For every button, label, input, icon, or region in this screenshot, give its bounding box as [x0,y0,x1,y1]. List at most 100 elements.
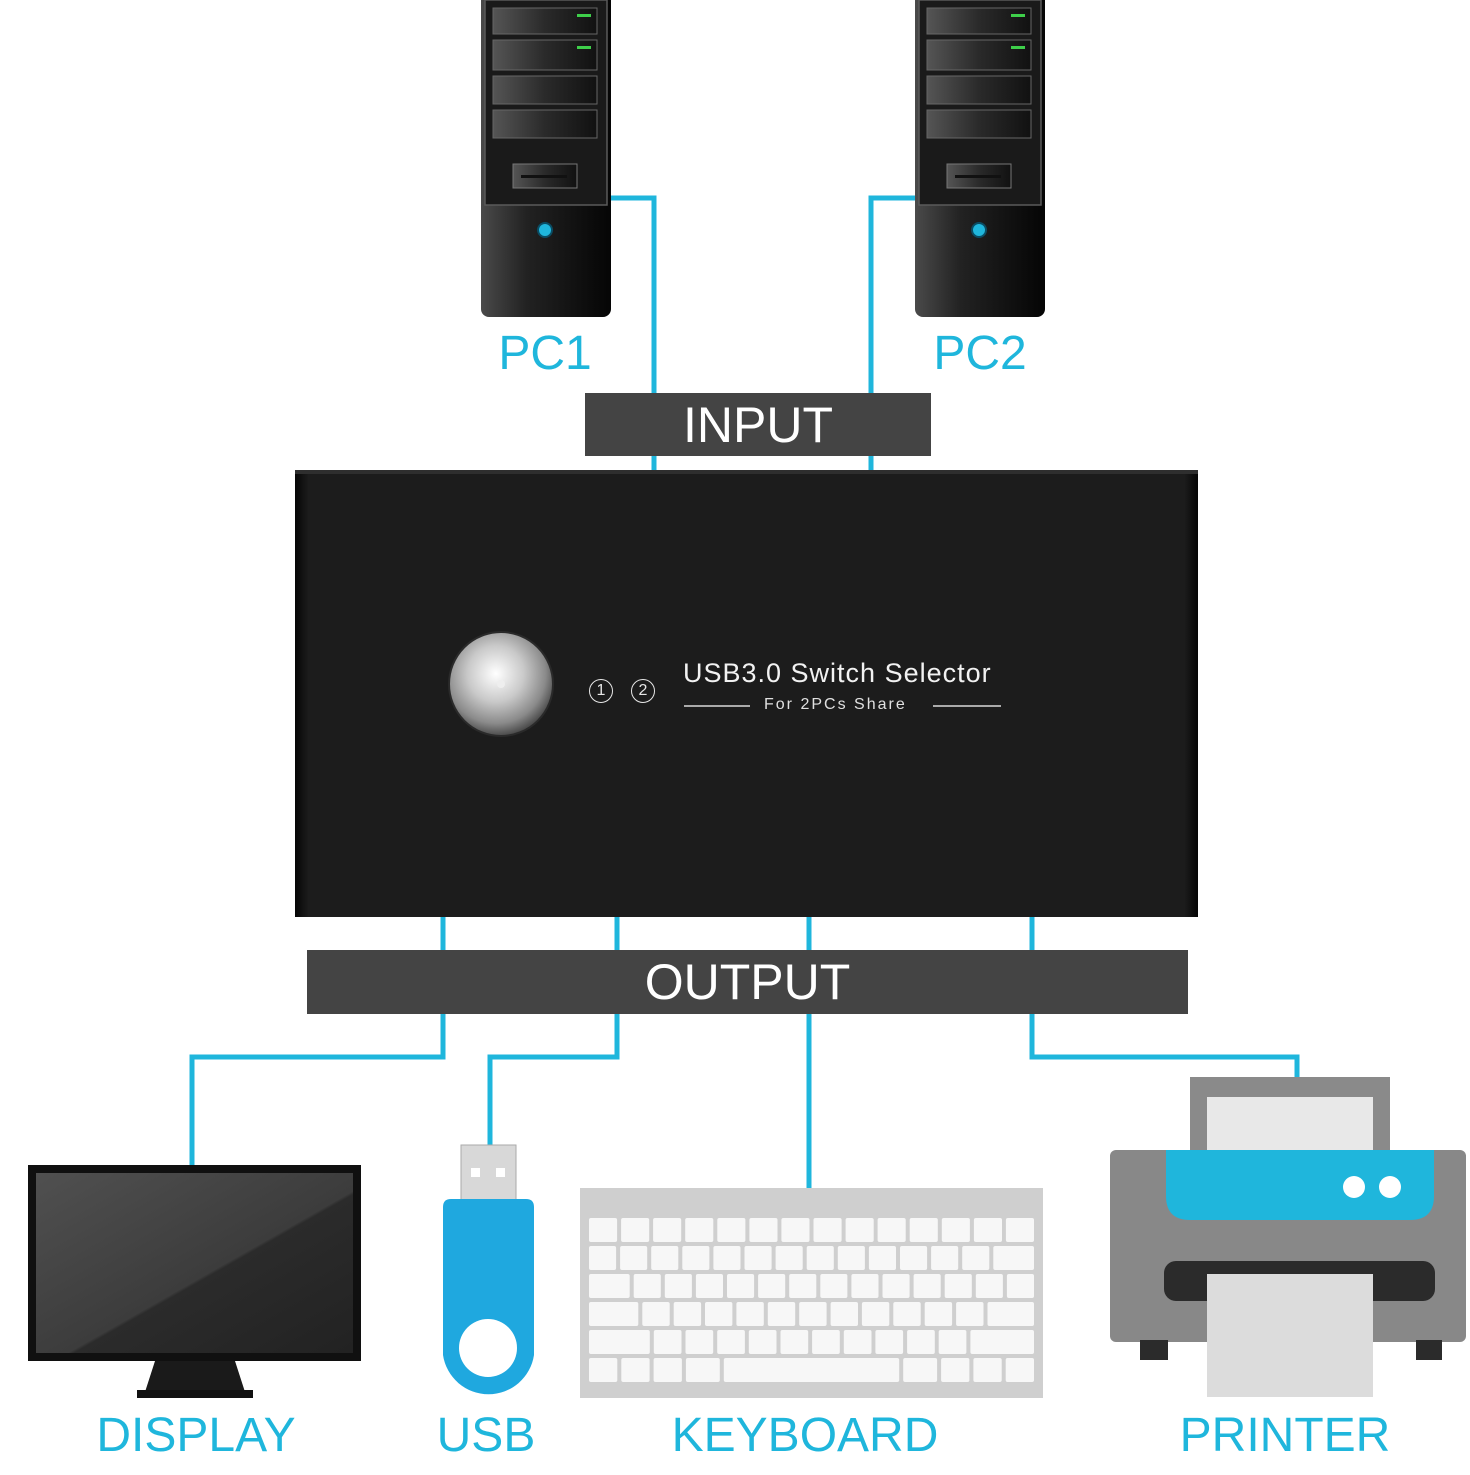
keyboard-key [924,1302,953,1326]
keyboard-key [621,1218,650,1242]
switch-title: USB3.0 Switch Selector [683,658,992,688]
keyboard-key [717,1330,745,1354]
port-2-indicator: 2 [631,679,655,703]
usb-label: USB [436,1409,536,1462]
keyboard-key [589,1246,617,1270]
keyboard-key [749,1218,778,1242]
keyboard-key [975,1274,1003,1298]
keyboard-key [653,1218,682,1242]
keyboard-key [907,1330,935,1354]
keyboard-key [944,1274,972,1298]
keyboard-key [589,1358,618,1382]
keyboard-label: KEYBOARD [671,1409,939,1462]
keyboard-key [820,1274,848,1298]
output-bar: OUTPUT [307,950,1188,1014]
keyboard-key [780,1330,809,1354]
keyboard-key [973,1358,1002,1382]
keyboard-key [813,1218,842,1242]
keyboard-key [653,1358,682,1382]
keyboard-key [621,1358,650,1382]
monitor-icon [28,1165,361,1398]
keyboard-key [758,1274,786,1298]
output-label: OUTPUT [644,954,851,1010]
keyboard-icon [580,1188,1043,1398]
keyboard-key [1005,1358,1034,1382]
keyboard-key [903,1358,938,1382]
keyboard-key [682,1246,710,1270]
port-1-indicator: 1 [589,679,613,703]
printer-label: PRINTER [1179,1409,1391,1462]
keyboard-key [781,1218,810,1242]
keyboard-key [736,1302,764,1326]
keyboard-key [664,1274,692,1298]
keyboard-key [941,1218,970,1242]
keyboard-key [837,1246,865,1270]
keyboard-key [717,1218,746,1242]
keyboard-key [851,1274,879,1298]
keyboard-key [812,1330,840,1354]
keyboard-key [775,1246,803,1270]
keyboard-key [695,1274,723,1298]
keyboard-key [956,1302,984,1326]
keyboard-key [962,1246,990,1270]
keyboard-key [830,1302,858,1326]
keyboard-key [589,1302,639,1326]
keyboard-key [987,1302,1034,1326]
switch-subtitle: For 2PCs Share [764,696,907,713]
keyboard-key [723,1358,900,1382]
usb-drive-icon [443,1144,534,1395]
input-bar: INPUT [585,393,931,456]
keyboard-key [1006,1274,1034,1298]
keyboard-key [727,1274,755,1298]
input-label: INPUT [683,396,833,453]
keyboard-key [767,1302,796,1326]
cable-pc2 [868,195,916,470]
display-label: DISPLAY [96,1409,296,1462]
keyboard-key [673,1302,702,1326]
keyboard-key [653,1330,682,1354]
keyboard-key [931,1246,959,1270]
keyboard-key [868,1246,896,1270]
keyboard-key [789,1274,817,1298]
printer-icon [1110,1077,1466,1397]
keyboard-key [875,1330,904,1354]
pc2-tower-icon [914,0,1046,318]
keyboard-key [633,1274,661,1298]
keyboard-key [744,1246,772,1270]
keyboard-key [748,1330,777,1354]
keyboard-key [651,1246,679,1270]
keyboard-key [705,1302,733,1326]
pc2-label: PC2 [933,327,1027,380]
keyboard-key [970,1330,1034,1354]
keyboard-key [713,1246,741,1270]
cable-pc1 [610,195,657,470]
keyboard-key [938,1330,967,1354]
keyboard-key [993,1246,1034,1270]
keyboard-key [685,1218,714,1242]
keyboard-key [685,1358,720,1382]
pc1-label: PC1 [498,327,592,380]
keyboard-key [843,1330,872,1354]
keyboard-key [642,1302,670,1326]
keyboard-key [900,1246,928,1270]
keyboard-key [685,1330,714,1354]
usb-switch-box [295,470,1198,917]
keyboard-key [845,1218,874,1242]
keyboard-key [973,1218,1002,1242]
keyboard-key [909,1218,938,1242]
keyboard-key [620,1246,648,1270]
keyboard-key [861,1302,890,1326]
keyboard-key [1005,1218,1034,1242]
keyboard-key [882,1274,910,1298]
keyboard-key [799,1302,827,1326]
pc1-tower-icon [481,0,611,317]
keyboard-key [941,1358,970,1382]
keyboard-key [589,1274,630,1298]
keyboard-key [877,1218,906,1242]
keyboard-key [589,1218,618,1242]
keyboard-key [589,1330,650,1354]
keyboard-key [913,1274,941,1298]
keyboard-key [893,1302,921,1326]
